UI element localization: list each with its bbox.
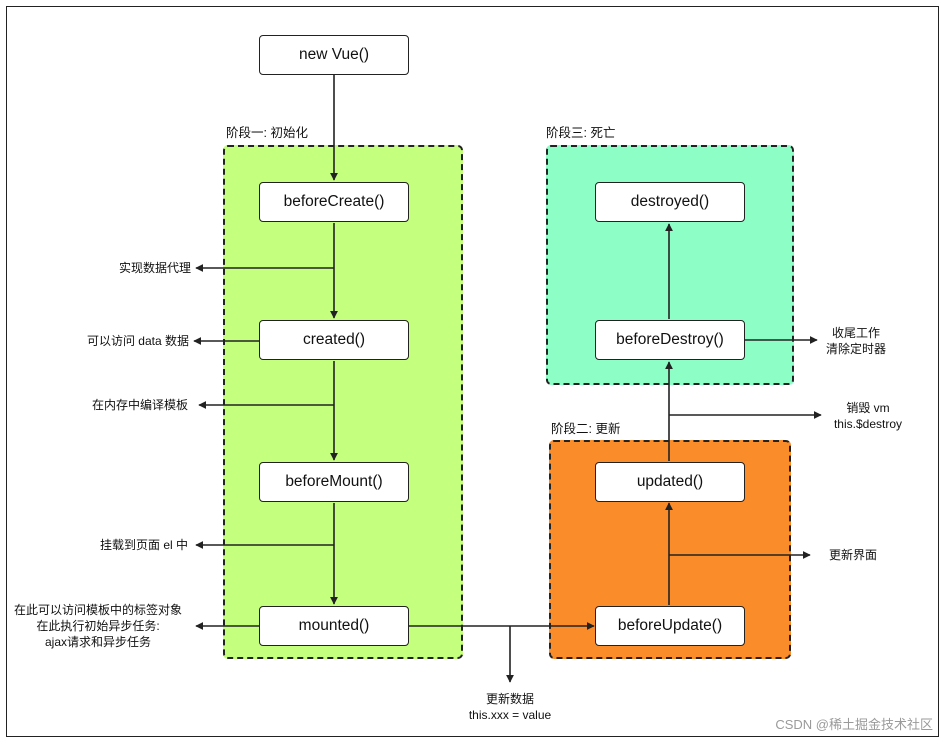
hook-before-update: beforeUpdate()	[595, 606, 745, 646]
hook-before-destroy: beforeDestroy()	[595, 320, 745, 360]
note-destroy-vm-block: 销毁 vm this.$destroy	[818, 400, 918, 432]
note-compile-template: 在内存中编译模板	[91, 398, 188, 412]
hook-updated: updated()	[595, 462, 745, 502]
hook-created: created()	[259, 320, 409, 360]
phase-death-label: 阶段三: 死亡	[546, 126, 616, 140]
note-mounted-line3: ajax请求和异步任务	[44, 635, 151, 649]
note-data-proxy: 实现数据代理	[118, 261, 191, 275]
note-destroy-vm-line1: 销毁 vm	[846, 401, 890, 415]
watermark: CSDN @稀土掘金技术社区	[775, 717, 933, 732]
phase-init-region	[223, 145, 463, 659]
note-update-ui: 更新界面	[829, 548, 878, 562]
note-access-data: 可以访问 data 数据	[86, 334, 189, 348]
note-update-data-line2: this.xxx = value	[468, 708, 552, 722]
hook-before-mount: beforeMount()	[259, 462, 409, 502]
note-cleanup-line2: 清除定时器	[825, 342, 886, 356]
phase-init-label: 阶段一: 初始化	[226, 126, 308, 140]
hook-new-vue: new Vue()	[259, 35, 409, 75]
note-update-data-line1: 更新数据	[485, 692, 534, 706]
hook-mounted: mounted()	[259, 606, 409, 646]
note-mounted-line2: 在此执行初始异步任务:	[36, 619, 160, 633]
hook-destroyed: destroyed()	[595, 182, 745, 222]
phase-update-label: 阶段二: 更新	[551, 422, 621, 436]
note-mounted-line1: 在此可以访问模板中的标签对象	[13, 603, 182, 617]
note-destroy-vm-line2: this.$destroy	[833, 417, 903, 431]
note-mounted-block: 在此可以访问模板中的标签对象 在此执行初始异步任务: ajax请求和异步任务	[8, 602, 188, 650]
note-cleanup-block: 收尾工作 清除定时器	[816, 325, 896, 357]
hook-before-create: beforeCreate()	[259, 182, 409, 222]
diagram-frame	[6, 6, 939, 737]
note-cleanup-line1: 收尾工作	[831, 326, 880, 340]
note-update-data-block: 更新数据 this.xxx = value	[440, 691, 580, 723]
note-mount-el: 挂载到页面 el 中	[99, 538, 188, 552]
